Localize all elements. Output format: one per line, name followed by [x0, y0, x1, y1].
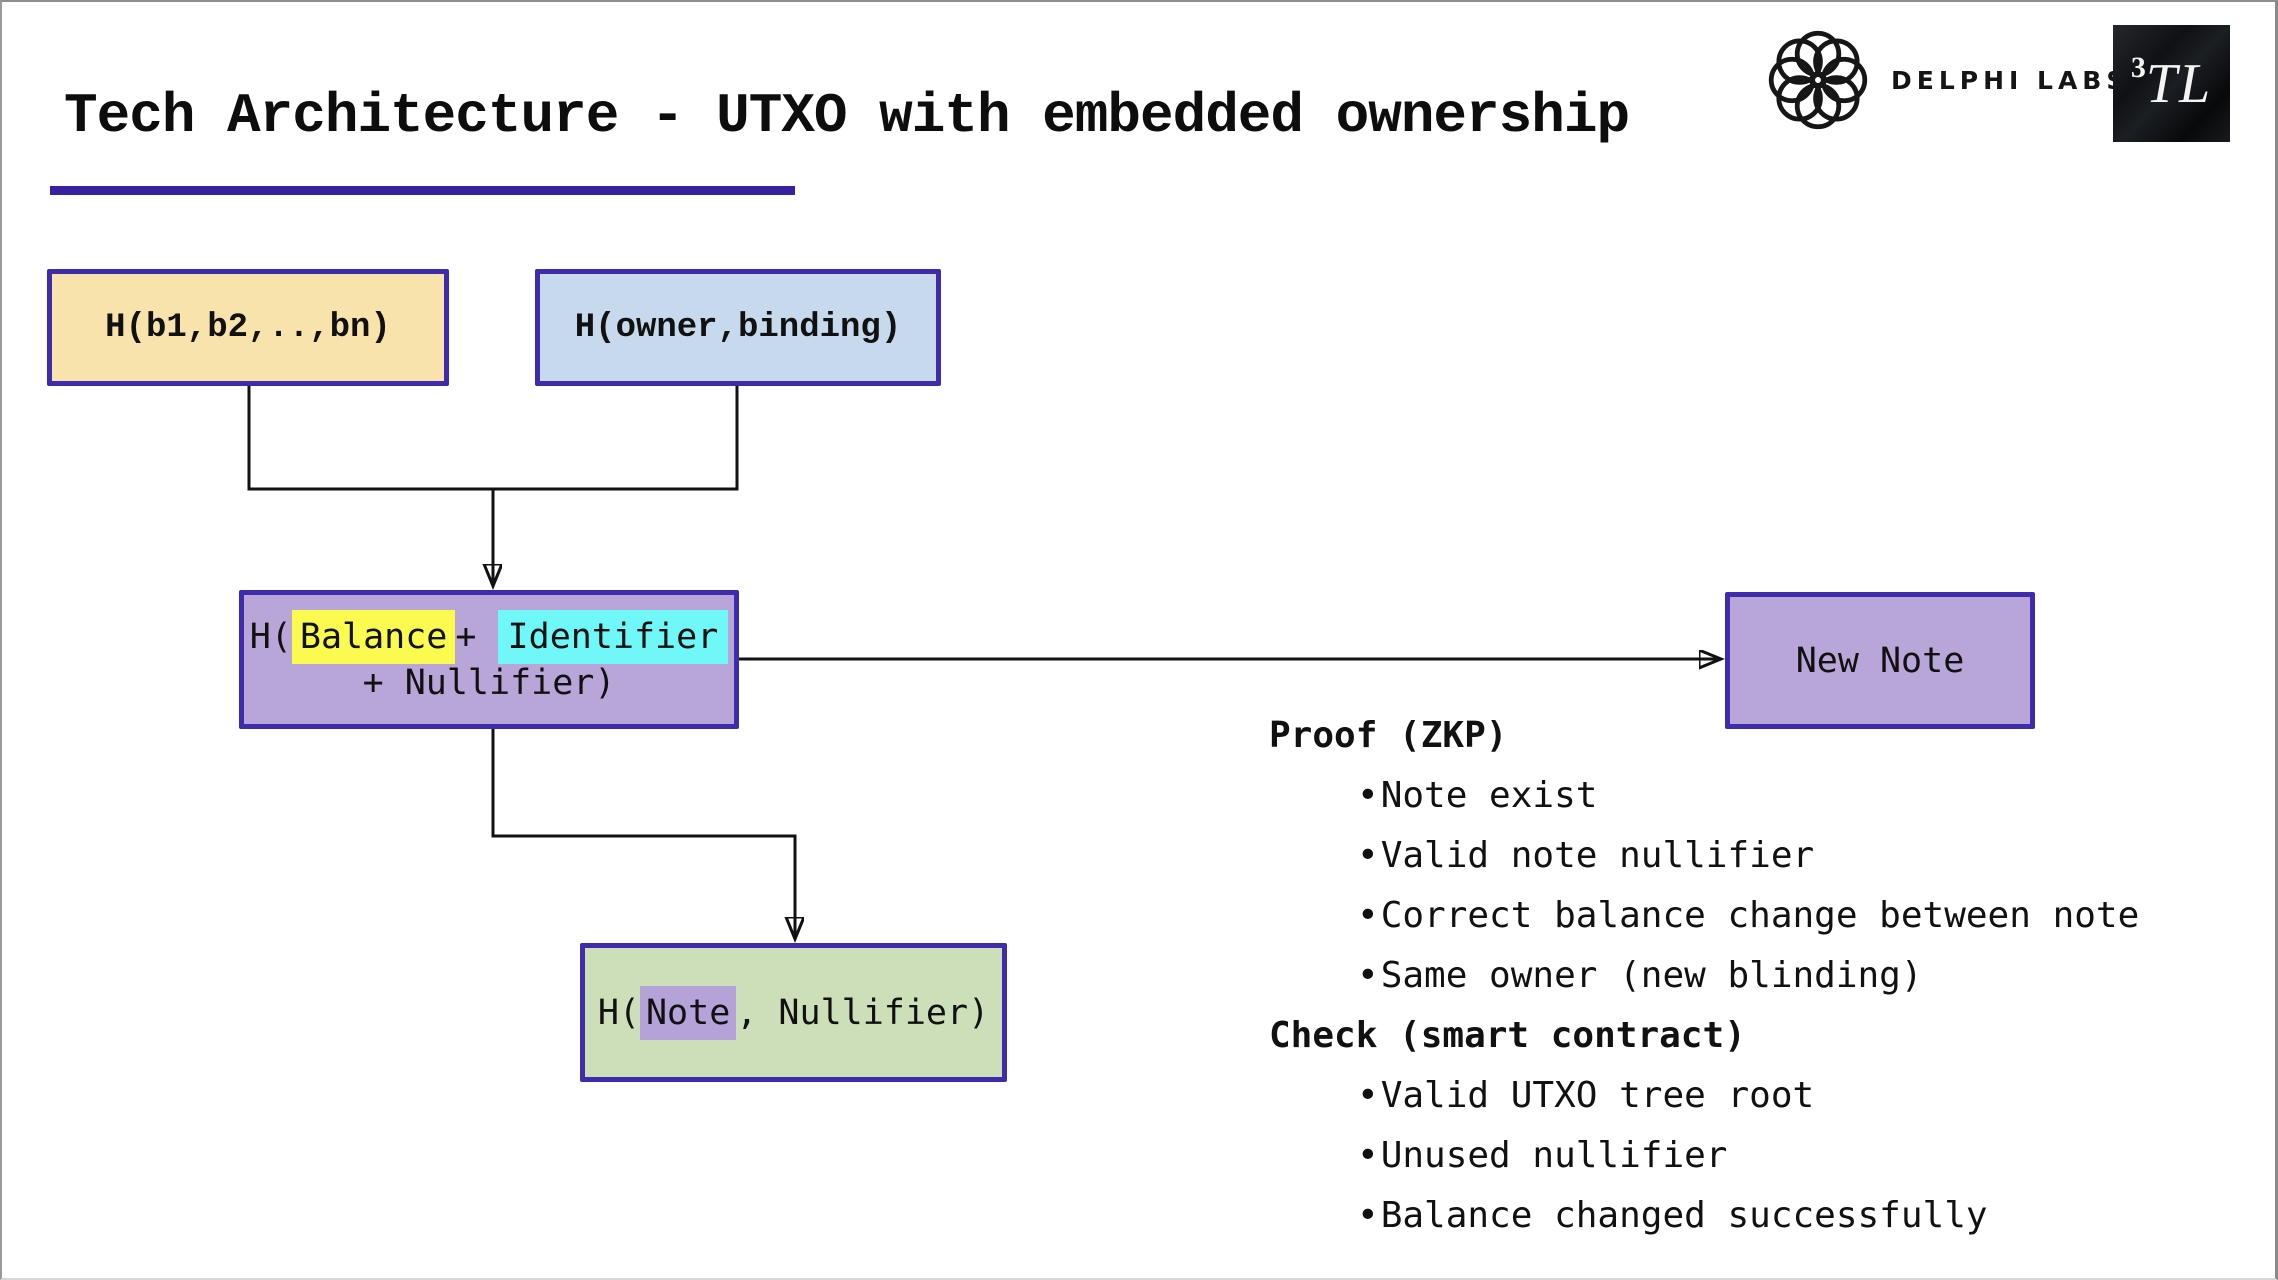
- check-item-1: •Valid UTXO tree root: [1357, 1075, 1815, 1116]
- knot-icon-svg: [1768, 30, 1868, 130]
- three-tl-superscript: 3: [2130, 50, 2146, 84]
- note-hash-box: H(Balance+ Identifier + Nullifier): [239, 590, 739, 729]
- check-item-2: •Unused nullifier: [1357, 1135, 1728, 1176]
- check-item-3: •Balance changed successfully: [1357, 1195, 1988, 1236]
- delphi-labs-wordmark: DELPHI LABS: [1891, 66, 2130, 95]
- bullet-icon: •: [1357, 955, 1379, 996]
- proof-heading: Proof (ZKP): [1269, 715, 1508, 756]
- owner-hash-label: H(owner,binding): [574, 308, 902, 347]
- bullet-icon: •: [1357, 1195, 1379, 1236]
- three-tl-letters: TL: [2145, 52, 2213, 115]
- note-highlight: Note: [639, 985, 737, 1040]
- new-note-label: New Note: [1795, 640, 1965, 681]
- merge-connector: [247, 386, 739, 491]
- nullifier-hash-line: H(Note, Nullifier): [597, 985, 990, 1040]
- bullet-icon: •: [1357, 895, 1379, 936]
- balance-highlight: Balance: [291, 609, 456, 664]
- note-hash-line1: H(Balance+ Identifier: [249, 609, 729, 664]
- nullifier-hash-prefix: H(: [597, 992, 640, 1033]
- bullet-icon: •: [1357, 1075, 1379, 1116]
- bullet-icon: •: [1357, 775, 1379, 816]
- check-heading: Check (smart contract): [1269, 1015, 1746, 1056]
- note-hash-prefix: H(: [249, 616, 292, 657]
- delphi-labs-knot-icon: [1766, 28, 1870, 132]
- note-hash-operator: +: [455, 616, 498, 657]
- note-to-nullifier-arrow: [491, 729, 795, 939]
- nullifier-hash-box: H(Note, Nullifier): [580, 943, 1007, 1082]
- bullet-icon: •: [1357, 1135, 1379, 1176]
- blinding-hash-label: H(b1,b2,..,bn): [105, 308, 391, 347]
- blinding-hash-box: H(b1,b2,..,bn): [47, 269, 449, 386]
- identifier-highlight: Identifier: [497, 609, 729, 664]
- proof-item-1: •Note exist: [1357, 775, 1598, 816]
- bullet-icon: •: [1357, 835, 1379, 876]
- owner-hash-box: H(owner,binding): [535, 269, 941, 386]
- proof-item-3: •Correct balance change between note: [1357, 895, 2140, 936]
- page-title: Tech Architecture - UTXO with embedded o…: [64, 84, 1630, 148]
- proof-item-2: •Valid note nullifier: [1357, 835, 1815, 876]
- nullifier-hash-suffix: , Nullifier): [736, 992, 990, 1033]
- proof-item-4: •Same owner (new blinding): [1357, 955, 1923, 996]
- new-note-box: New Note: [1725, 592, 2035, 729]
- title-underline: [50, 186, 795, 195]
- annotations: Proof (ZKP) •Note exist •Valid note null…: [1269, 706, 2139, 1246]
- note-hash-line2: + Nullifier): [362, 662, 616, 703]
